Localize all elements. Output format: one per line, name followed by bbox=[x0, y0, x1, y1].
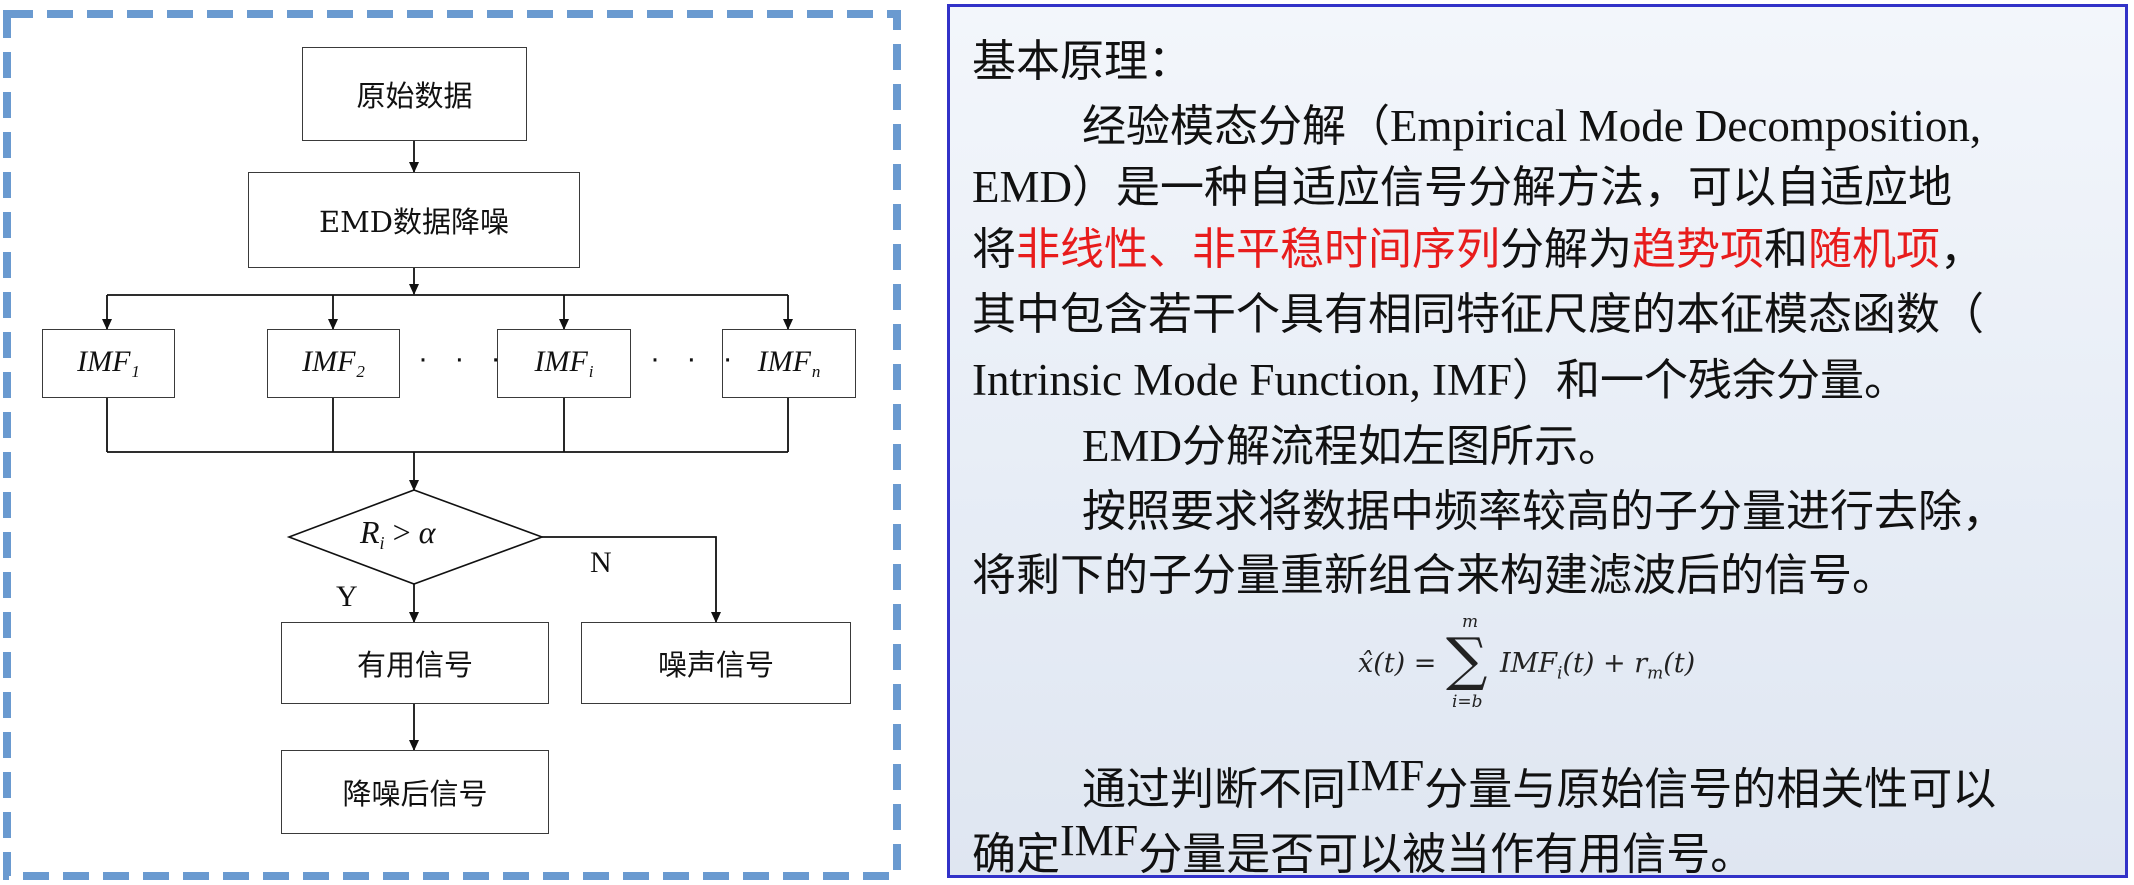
imf-i-label: IMFi bbox=[534, 345, 594, 381]
paragraph-4-line-2: 确定IMF分量是否可以被当作有用信号。 bbox=[972, 816, 1755, 880]
imf-1-box: IMF1 bbox=[42, 329, 175, 398]
sigma-symbol: ∑ bbox=[1446, 625, 1488, 693]
denoised-signal-label: 降噪后信号 bbox=[342, 777, 488, 811]
ellipsis-dots-1: · · · bbox=[418, 342, 510, 375]
reconstruction-formula: x̂(t) = m ∑ i=b IMFi(t) + rm(t) bbox=[1358, 612, 1696, 712]
denoised-signal-box: 降噪后信号 bbox=[281, 750, 549, 834]
highlight-nonlinear: 非线性、非平稳时间序列 bbox=[1016, 224, 1500, 275]
imf-n-label: IMFn bbox=[757, 345, 821, 381]
noise-signal-label: 噪声信号 bbox=[657, 648, 774, 682]
paragraph-1-line-2: EMD）是一种自适应信号分解方法，可以自适应地 bbox=[972, 162, 1952, 213]
emd-denoise-label: EMD数据降噪 bbox=[318, 205, 510, 239]
panel-heading: 基本原理： bbox=[972, 36, 1192, 87]
ellipsis-dots-2: · · · bbox=[650, 342, 742, 375]
imf-i-box: IMFi bbox=[497, 329, 631, 398]
paragraph-3-line-2: 将剩下的子分量重新组合来构建滤波后的信号。 bbox=[972, 550, 1896, 601]
imf-2-label: IMF2 bbox=[302, 345, 365, 381]
paragraph-2: EMD分解流程如左图所示。 bbox=[1082, 421, 1622, 472]
highlight-trend: 趋势项 bbox=[1632, 224, 1764, 275]
paragraph-3-line-1: 按照要求将数据中频率较高的子分量进行去除， bbox=[1082, 486, 2006, 537]
paragraph-4-line-1: 通过判断不同IMF分量与原始信号的相关性可以 bbox=[1082, 751, 1997, 815]
paragraph-1-line-3: 将非线性、非平稳时间序列分解为趋势项和随机项， bbox=[972, 224, 1984, 275]
decision-condition: Ri > α bbox=[360, 514, 436, 553]
emd-denoise-box: EMD数据降噪 bbox=[248, 172, 580, 268]
principle-panel: 基本原理： 经验模态分解（Empirical Mode Decompositio… bbox=[947, 4, 2128, 880]
paragraph-1-line-4: 其中包含若干个具有相同特征尺度的本征模态函数（ bbox=[972, 289, 1984, 340]
raw-data-label: 原始数据 bbox=[356, 79, 473, 113]
paragraph-1-line-5: Intrinsic Mode Function, IMF）和一个残余分量。 bbox=[972, 355, 1908, 406]
imf-2-box: IMF2 bbox=[267, 329, 400, 398]
raw-data-box: 原始数据 bbox=[302, 47, 527, 141]
imf-1-label: IMF1 bbox=[77, 345, 140, 381]
yes-label: Y bbox=[336, 580, 358, 613]
useful-signal-box: 有用信号 bbox=[281, 622, 549, 704]
emd-flowchart: 原始数据 EMD数据降噪 IMF1 IMF2 IMFi IMFn · · · ·… bbox=[0, 0, 910, 884]
useful-signal-label: 有用信号 bbox=[356, 648, 473, 682]
paragraph-1-line-1: 经验模态分解（Empirical Mode Decomposition, bbox=[1082, 101, 1982, 152]
no-label: N bbox=[590, 546, 612, 579]
flowchart-connectors bbox=[3, 10, 901, 880]
highlight-random: 随机项 bbox=[1808, 224, 1940, 275]
dashed-frame bbox=[3, 10, 901, 880]
noise-signal-box: 噪声信号 bbox=[581, 622, 851, 704]
imf-n-box: IMFn bbox=[722, 329, 856, 398]
